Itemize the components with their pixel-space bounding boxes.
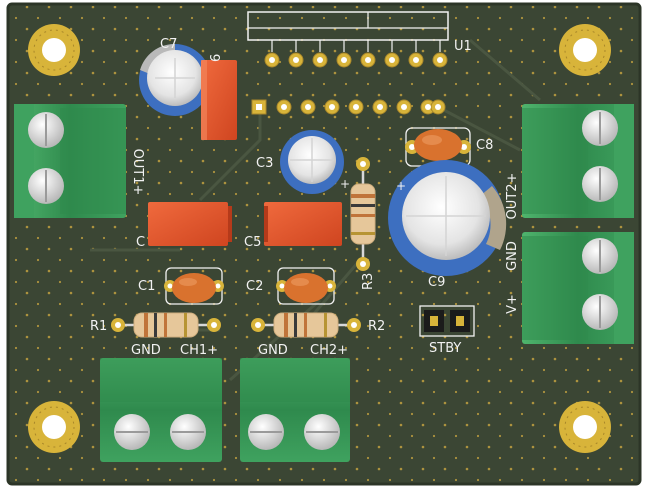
capacitor-c4 — [148, 202, 232, 246]
mounting-hole-br — [559, 401, 611, 453]
terminal-out2 — [522, 104, 634, 218]
label-c7: C7 — [160, 37, 177, 52]
terminal-out1 — [14, 104, 126, 218]
label-stby: STBY — [429, 341, 461, 356]
capacitor-c3: + — [280, 130, 350, 194]
label-c5: C5 — [244, 235, 261, 250]
label-gnd-ch1: GND — [131, 343, 161, 358]
capacitor-c6 — [201, 60, 237, 140]
label-out1-plus: OUT1+ — [130, 149, 145, 196]
label-r2: R2 — [368, 319, 385, 334]
label-c1: C1 — [138, 279, 155, 294]
c9-plus-mark: + — [396, 179, 406, 193]
label-gnd-right: GND — [505, 241, 520, 271]
u1-footprint — [247, 11, 449, 115]
capacitor-c5 — [264, 202, 342, 246]
label-out2-plus: OUT2+ — [505, 173, 520, 220]
label-u1: U1 — [454, 39, 472, 54]
mounting-hole-bl — [28, 401, 80, 453]
capacitor-c9: + — [388, 160, 507, 276]
resistor-r1 — [111, 312, 221, 338]
capacitor-c2 — [276, 267, 336, 305]
terminal-ch2 — [240, 358, 350, 462]
label-gnd-ch2: GND — [258, 343, 288, 358]
resistor-r3 — [350, 157, 376, 271]
mounting-hole-tr — [559, 24, 611, 76]
c3-plus-mark: + — [340, 177, 350, 191]
resistor-r2 — [251, 312, 361, 338]
label-c9: C9 — [428, 275, 445, 290]
label-c2: C2 — [246, 279, 263, 294]
label-c4: C — [136, 235, 145, 250]
label-c6: 6 — [209, 54, 224, 62]
label-v-plus: V+ — [505, 294, 520, 314]
mounting-hole-tl — [28, 24, 80, 76]
terminal-power — [522, 232, 634, 344]
label-r1: R1 — [90, 319, 107, 334]
label-ch2-plus: CH2+ — [310, 343, 348, 358]
capacitor-c1 — [164, 267, 224, 305]
label-c3: C3 — [256, 156, 273, 171]
label-ch1-plus: CH1+ — [180, 343, 218, 358]
terminal-ch1 — [100, 358, 222, 462]
label-c8: C8 — [476, 138, 493, 153]
capacitor-c7 — [139, 43, 211, 116]
label-r3: R3 — [361, 273, 376, 290]
stby-jumper-header — [419, 305, 475, 337]
